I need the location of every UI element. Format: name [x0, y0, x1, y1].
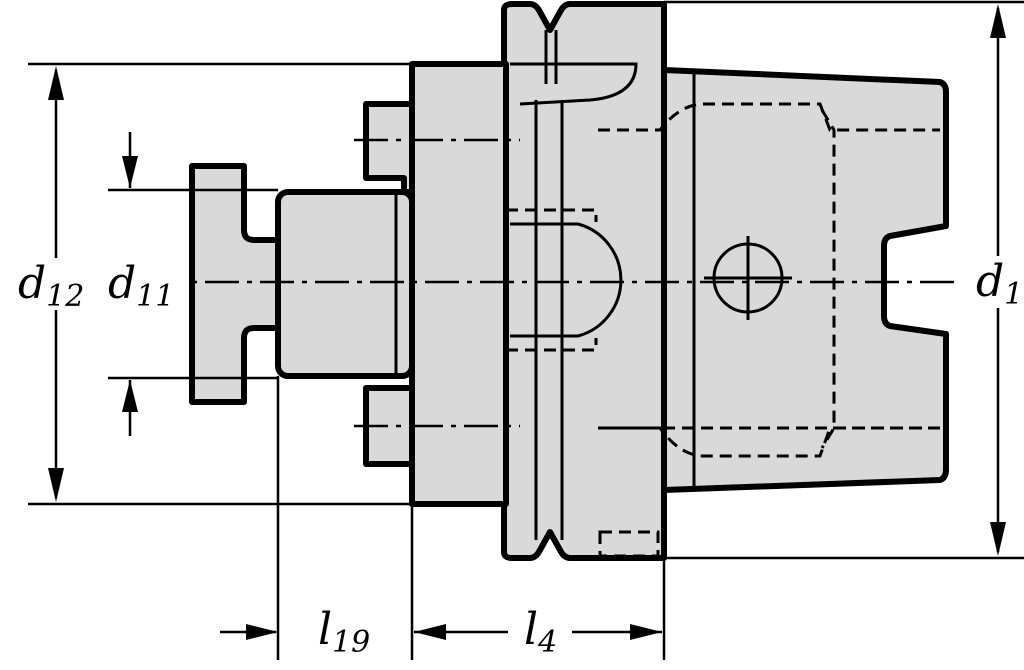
- label-l19-sub: 19: [332, 625, 370, 660]
- label-d12-main: d: [18, 258, 46, 309]
- lower-lug: [363, 385, 415, 467]
- hidden-cavity-outer: [598, 102, 940, 458]
- svg-text:l4: l4: [524, 604, 557, 660]
- label-d1-sub: 1: [1004, 277, 1023, 312]
- label-l4-sub: 4: [537, 625, 557, 660]
- arrow-d12-bottom: [48, 468, 64, 502]
- label-d11-sub: 11: [136, 279, 174, 314]
- pilot-cylinder: [275, 189, 415, 379]
- label-d11-main: d: [108, 258, 136, 309]
- taper-shank: [661, 67, 949, 493]
- arrow-l4-left: [414, 624, 446, 640]
- front-body: [409, 61, 509, 507]
- arrow-l4-right: [630, 624, 662, 640]
- bore-hidden-upper: [506, 208, 598, 222]
- flange-slot: [510, 62, 638, 106]
- label-d12-sub: 12: [46, 279, 84, 314]
- label-d12: d12: [14, 258, 98, 314]
- label-l19-main: l: [318, 604, 332, 655]
- arrow-d11-bottom: [122, 380, 138, 412]
- svg-text:d12: d12: [18, 258, 84, 314]
- svg-text:l19: l19: [318, 604, 370, 660]
- label-d11: d11: [106, 258, 184, 314]
- label-l4-main: l: [524, 604, 538, 655]
- internal-bore: [510, 222, 623, 338]
- label-l19: l19: [318, 604, 370, 660]
- label-l4: l4: [524, 604, 557, 660]
- arrow-d11-top: [122, 156, 138, 188]
- arrow-d12-top: [48, 66, 64, 100]
- svg-text:d11: d11: [108, 258, 174, 314]
- arrow-d1-bottom: [990, 522, 1006, 556]
- flange: [501, 1, 667, 561]
- arrow-l19: [246, 624, 278, 640]
- label-d1-main: d: [976, 256, 1004, 307]
- svg-text:d1: d1: [976, 256, 1023, 312]
- front-spigot: [189, 163, 281, 405]
- hidden-key-slot: [598, 530, 660, 558]
- upper-lug: [363, 101, 415, 195]
- bore-hidden-lower: [506, 338, 598, 352]
- hidden-cavity-inner: [820, 109, 836, 449]
- label-d1: d1: [972, 256, 1024, 312]
- arrow-d1-top: [990, 4, 1006, 38]
